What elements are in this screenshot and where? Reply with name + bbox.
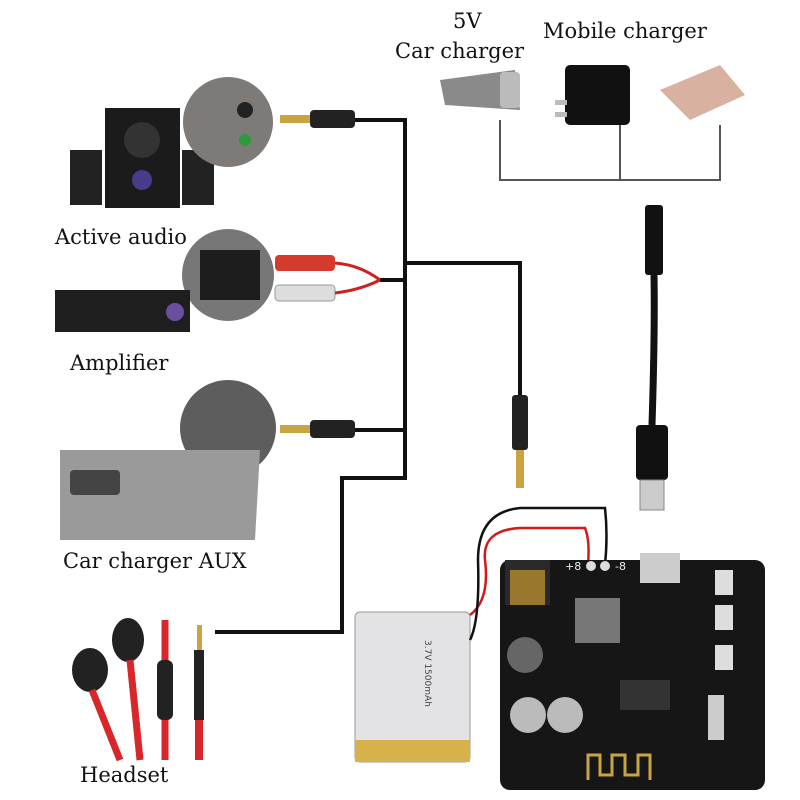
charger-wires bbox=[499, 120, 721, 181]
headset-label: Headset bbox=[80, 763, 169, 787]
active-audio-label: Active audio bbox=[55, 225, 187, 249]
car-charger-icon bbox=[440, 70, 520, 110]
bluetooth-board-icon bbox=[500, 553, 765, 790]
aux-plug-icon bbox=[512, 395, 528, 488]
battery-icon bbox=[354, 611, 471, 763]
battery-wires bbox=[468, 506, 608, 641]
headset-icon bbox=[72, 618, 204, 762]
amplifier-label: Amplifier bbox=[70, 351, 169, 375]
mobile-charger-label: Mobile charger bbox=[543, 19, 707, 43]
usb-cable-icon bbox=[636, 205, 668, 511]
car-aux-plug-icon bbox=[280, 420, 355, 438]
audio-wires bbox=[215, 118, 522, 634]
car-charger-label: Car charger bbox=[395, 39, 525, 63]
jack-panel-icon bbox=[183, 77, 273, 167]
car-charger-aux-label: Car charger AUX bbox=[63, 549, 247, 573]
power-bank-icon bbox=[660, 65, 745, 120]
mobile-charger-icon bbox=[555, 65, 630, 125]
pad-minus-label: -8 bbox=[615, 560, 626, 573]
pad-plus-label: +8 bbox=[565, 560, 582, 573]
aux-cable-plug-icon bbox=[280, 110, 355, 128]
rca-plugs-icon bbox=[274, 255, 381, 302]
battery-spec: 3.7V 1500mAh bbox=[422, 640, 432, 707]
car-charger-voltage-label: 5V bbox=[453, 9, 482, 33]
